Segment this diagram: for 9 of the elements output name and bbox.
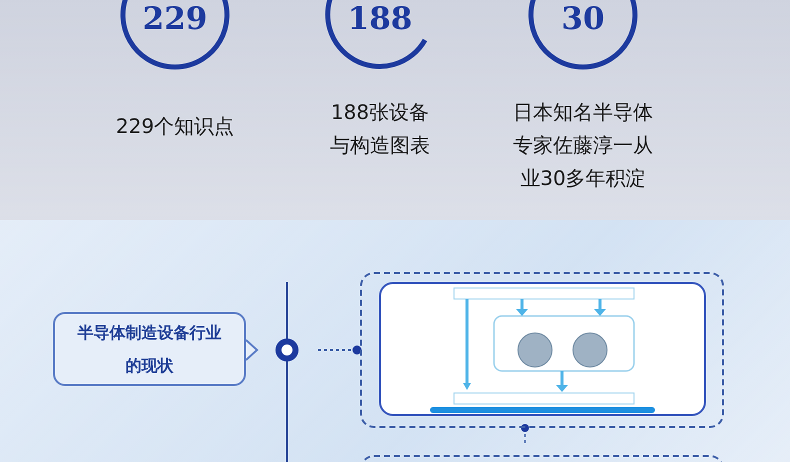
stat-number: 188 <box>348 1 412 37</box>
speech-bubble: 半导体制造设备行业的现状 <box>53 312 246 386</box>
stat-number: 229 <box>142 1 208 37</box>
stat-caption: 日本知名半导体专家佐藤淳一从业30多年积淀 <box>512 99 654 192</box>
stat-number: 30 <box>561 1 605 37</box>
dotted-connector <box>318 346 362 354</box>
dashed-frame <box>360 272 724 428</box>
stat-caption: 188张设备与构造图表 <box>329 99 431 159</box>
stat-caption: 229个知识点 <box>114 113 236 140</box>
